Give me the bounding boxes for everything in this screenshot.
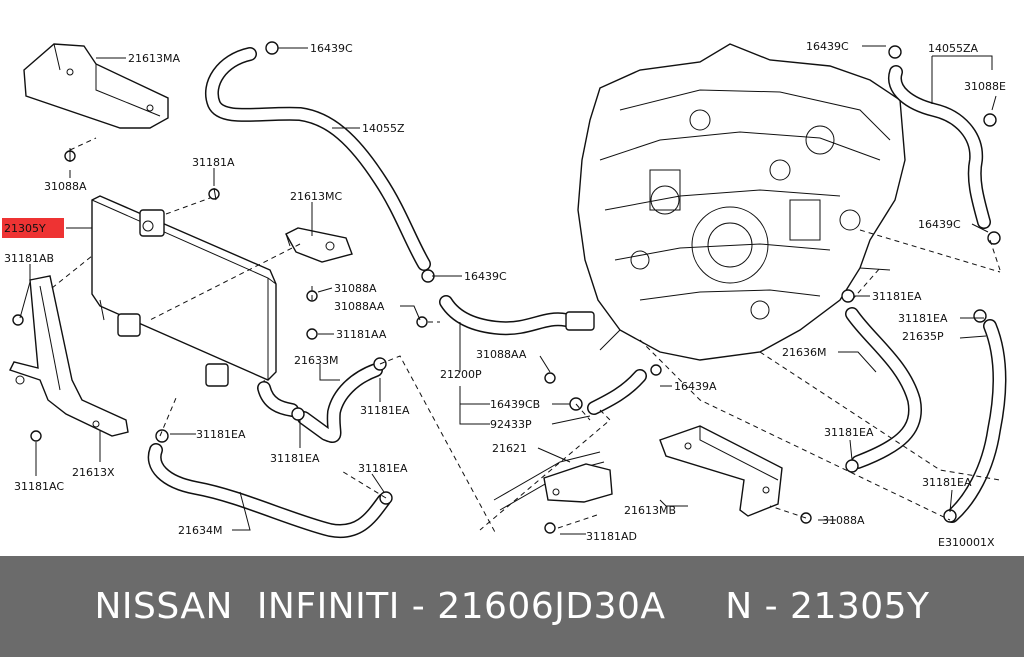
bracket-21613MA <box>23 43 169 129</box>
label-31088AA-mid: 31088AA <box>334 300 385 313</box>
label-14055Z: 14055Z <box>362 122 405 135</box>
label-31181EA-left: 31181EA <box>196 428 246 441</box>
bracket-21613MB <box>659 425 783 517</box>
label-16439C-right: 16439C <box>806 40 849 53</box>
label-16439C-top: 16439C <box>310 42 353 55</box>
bracket-21613X <box>9 275 129 437</box>
hose-21636M <box>845 307 922 469</box>
label-16439C-right-low: 16439C <box>918 218 961 231</box>
label-31181A: 31181A <box>192 156 235 169</box>
label-31181AA: 31181AA <box>336 328 387 341</box>
label-31181AC: 31181AC <box>14 480 64 493</box>
hose-21200P <box>439 295 595 336</box>
label-31181EA-center: 31181EA <box>360 404 410 417</box>
label-31181EA-lower-right: 31181EA <box>824 426 874 439</box>
label-21636M: 21636M <box>782 346 826 359</box>
label-31181EA-right2: 31181EA <box>898 312 948 325</box>
label-21613MB: 21613MB <box>624 504 676 517</box>
label-31088A-left: 31088A <box>44 180 87 193</box>
label-21613MC: 21613MC <box>290 190 342 203</box>
highlight-21305Y <box>2 218 64 238</box>
fasteners <box>12 41 1001 534</box>
bracket-21613MC <box>285 227 353 263</box>
label-31181EA-bottom: 31181EA <box>358 462 408 475</box>
label-21613X: 21613X <box>72 466 115 479</box>
label-31088E: 31088E <box>964 80 1006 93</box>
label-31181AD: 31181AD <box>586 530 637 543</box>
label-31181EA-bottom-right: 31181EA <box>922 476 972 489</box>
label-14055ZA: 14055ZA <box>928 42 979 55</box>
label-21621: 21621 <box>492 442 527 455</box>
hose-cooler-outlet <box>257 381 299 417</box>
oil-cooler-21305Y <box>91 195 277 401</box>
caption-bar: NISSAN INFINITI - 21606JD30A N - 21305Y <box>0 556 1024 657</box>
label-16439CB: 16439CB <box>490 398 540 411</box>
pipe-21621 <box>493 451 613 511</box>
label-31088A-bottom: 31088A <box>822 514 865 527</box>
reference-lines <box>51 137 1001 535</box>
hose-14055ZA <box>887 65 991 229</box>
label-92433P: 92433P <box>490 418 532 431</box>
hose-21634M <box>147 443 391 539</box>
label-21613MA: 21613MA <box>128 52 180 65</box>
label-31088A-mid: 31088A <box>334 282 377 295</box>
transmission-assembly <box>577 43 906 361</box>
diagram-code: E310001X <box>938 536 995 549</box>
caption-text: NISSAN INFINITI - 21606JD30A N - 21305Y <box>94 586 930 627</box>
hose-14055Z <box>205 47 431 271</box>
leader-lines <box>19 45 997 535</box>
label-21305Y: 21305Y <box>4 222 46 235</box>
label-31181AB: 31181AB <box>4 252 54 265</box>
label-21634M: 21634M <box>178 524 222 537</box>
label-21200P: 21200P <box>440 368 482 381</box>
hose-21633M <box>297 363 383 443</box>
label-21635P: 21635P <box>902 330 944 343</box>
label-16439C-mid: 16439C <box>464 270 507 283</box>
label-31088AA-low: 31088AA <box>476 348 527 361</box>
diagram-canvas: 21613MA 16439C 16439C 14055ZA 31088E 140… <box>2 40 1007 549</box>
parts-diagram: 21613MA 16439C 16439C 14055ZA 31088E 140… <box>2 40 1007 549</box>
label-21633M: 21633M <box>294 354 338 367</box>
label-31181EA-center-low: 31181EA <box>270 452 320 465</box>
label-16439A: 16439A <box>674 380 717 393</box>
hose-21635P <box>945 319 1007 523</box>
label-31181EA-right: 31181EA <box>872 290 922 303</box>
hose-16439A <box>587 369 647 415</box>
labels: 21613MA 16439C 16439C 14055ZA 31088E 140… <box>4 40 1006 549</box>
